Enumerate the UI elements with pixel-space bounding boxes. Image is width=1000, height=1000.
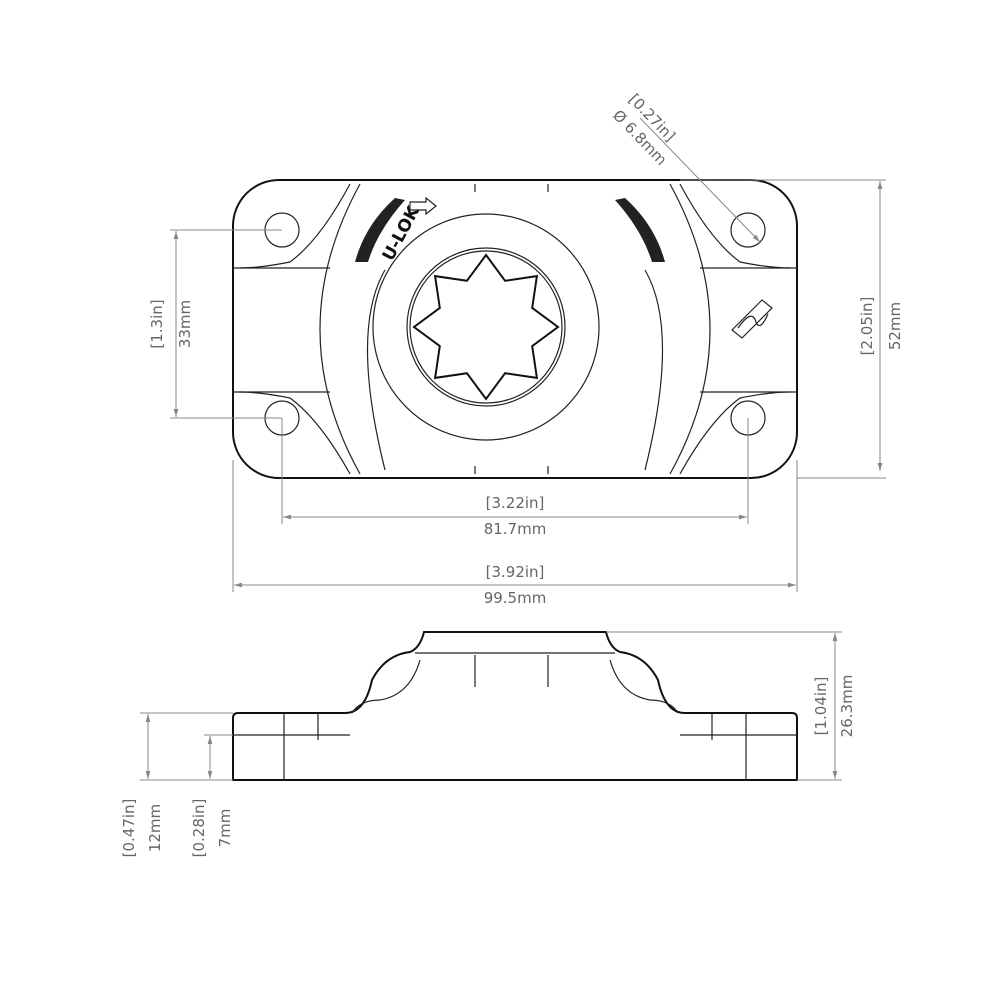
brand-logo-icon xyxy=(731,299,773,339)
side-profile-details xyxy=(233,652,797,780)
dim-leader-hole-diameter xyxy=(639,117,761,243)
corner-fillets xyxy=(239,183,791,475)
side-view-dimensions: [1.04in] 26.3mm [0.47in] 12mm [0.28in] 7… xyxy=(120,631,856,858)
ext-lines-base-heights xyxy=(140,712,233,781)
ext-lines-overall-width xyxy=(232,460,798,592)
dim-flange-height-in: [0.28in] xyxy=(190,799,208,858)
dim-overall-width-in: [3.92in] xyxy=(486,563,545,581)
top-view-dimensions: [1.3in] 33mm [2.05in] 52mm [3.22in] 81.7… xyxy=(148,90,904,607)
ext-lines-overall-depth xyxy=(606,631,842,781)
dim-base-height-mm: 12mm xyxy=(146,804,164,852)
ext-lines-hole-horizontal xyxy=(281,418,749,524)
arrow-icon xyxy=(409,196,437,216)
dim-overall-height-mm: 52mm xyxy=(886,302,904,350)
dim-base-height-in: [0.47in] xyxy=(120,799,138,858)
dim-overall-width-mm: 99.5mm xyxy=(484,589,547,607)
grip-ridges-right xyxy=(615,198,665,262)
side-view xyxy=(232,631,798,781)
dim-hole-horizontal-in: [3.22in] xyxy=(486,494,545,512)
locking-ring-arcs xyxy=(319,183,711,475)
dim-hole-vertical-in: [1.3in] xyxy=(148,299,166,348)
side-detent-tabs xyxy=(474,655,549,687)
detent-tabs xyxy=(474,184,549,474)
ext-lines-hole-vertical xyxy=(170,229,282,419)
flange-edges xyxy=(233,267,797,393)
dim-overall-depth-mm: 26.3mm xyxy=(838,675,856,738)
dim-overall-height-in: [2.05in] xyxy=(858,297,876,356)
dim-hole-horizontal-mm: 81.7mm xyxy=(484,520,547,538)
side-profile-outline xyxy=(232,631,798,781)
outer-ring xyxy=(372,213,600,441)
mount-hole-top-right xyxy=(730,212,766,248)
dim-hole-vertical-mm: 33mm xyxy=(176,300,194,348)
dim-flange-height-mm: 7mm xyxy=(216,809,234,848)
top-view: U-LOK xyxy=(232,179,798,479)
grip-ridges-left xyxy=(355,198,405,262)
inner-ring-lip xyxy=(409,250,563,404)
inner-ring xyxy=(406,247,566,407)
dim-overall-depth-in: [1.04in] xyxy=(812,677,830,736)
star-socket xyxy=(412,253,560,401)
